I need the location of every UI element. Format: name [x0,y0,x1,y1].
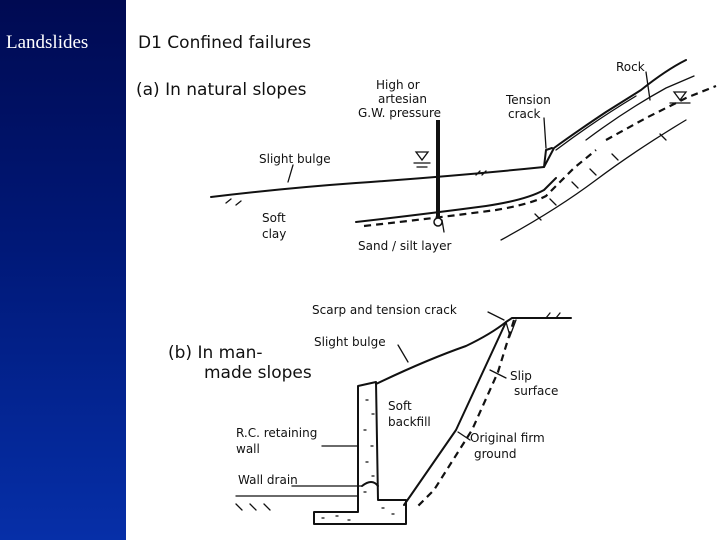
label-slip-1: Slip [510,369,532,383]
arrow-firm [457,431,471,441]
label-tension-1: Tension [505,93,551,107]
arrow-tension [543,117,547,149]
water-table-symbol [413,151,431,168]
deep-slip [500,119,687,241]
label-bulge-b: Slight bulge [314,335,386,349]
ground-surface-a [210,59,687,198]
label-bulge-a: Slight bulge [259,152,331,166]
arrow-bulge-b [397,344,409,363]
tension-crack [543,147,553,168]
scarp-crack [505,319,517,339]
slide-title: Landslides [6,32,89,53]
label-drain: Wall drain [238,473,298,487]
label-sand-silt: Sand / silt layer [358,239,451,253]
backfill-surface [375,317,572,385]
ground-line-left [235,495,359,511]
label-soft-2: clay [262,227,286,241]
arrow-sand [441,219,445,233]
label-tension-2: crack [508,107,540,121]
arrow-bulge [287,164,294,183]
label-wall-1: R.C. retaining [236,426,317,440]
slip-surface-a [363,149,597,228]
label-gw-2: artesian [378,92,427,106]
caption-man-made-1: (b) In man- [168,343,263,363]
panel-natural-slopes: (a) In natural slopes High or artesian G… [136,59,717,253]
water-table-symbol-rock [669,91,691,104]
arrow-rock [645,71,651,101]
retaining-wall [313,381,407,525]
rock-seam [555,75,695,151]
figure-heading: D1 Confined failures [138,33,311,53]
label-firm-2: ground [474,447,516,461]
sand-silt-layer [355,177,557,223]
landslide-diagram: D1 Confined failures (a) In natural slop… [136,33,717,525]
standpipe [436,120,440,220]
label-gw-1: High or [376,78,420,92]
sidebar-band [0,0,126,540]
label-soft-1: Soft [262,211,286,225]
slip-surface-b [415,319,516,509]
arrow-scarp [487,311,505,321]
label-rock: Rock [616,60,645,74]
rock-ticks [534,133,667,221]
ground-ticks-b [545,312,561,319]
rock-joint [605,84,717,141]
arrow-slip [489,369,507,379]
label-backfill-2: backfill [388,415,431,429]
original-ground [403,321,507,506]
label-gw-3: G.W. pressure [358,106,441,120]
label-wall-2: wall [236,442,260,456]
label-scarp: Scarp and tension crack [312,303,457,317]
panel-man-made-slopes: (b) In man- made slopes Scarp and tensio… [168,303,572,525]
label-firm-1: Original firm [470,431,545,445]
label-slip-2: surface [514,384,558,398]
wall-stipple [321,399,395,521]
standpipe-tip [433,217,443,227]
wall-drain [361,481,379,487]
caption-natural-slopes: (a) In natural slopes [136,80,307,100]
bulge-ticks [225,170,487,206]
label-backfill-1: Soft [388,399,412,413]
caption-man-made-2: made slopes [204,363,312,383]
